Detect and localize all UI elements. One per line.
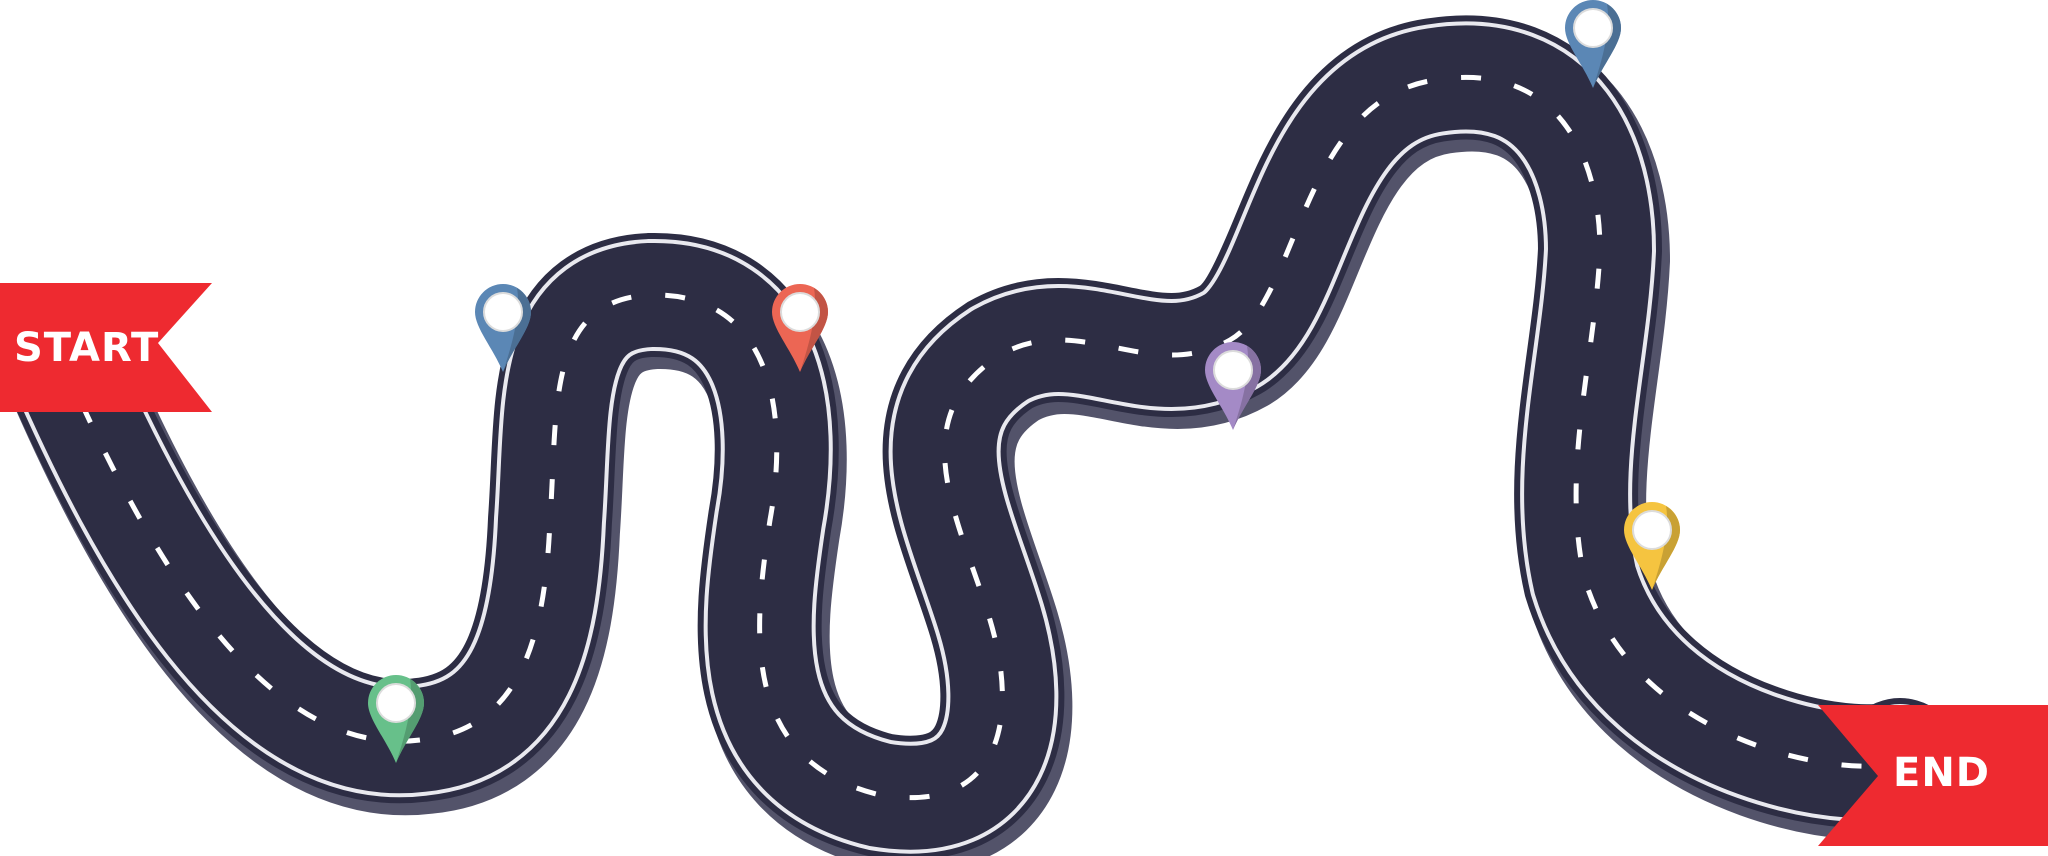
start-label: START bbox=[14, 325, 159, 371]
road-surface bbox=[60, 77, 1900, 797]
start-flag: START bbox=[0, 283, 212, 412]
pin-shade bbox=[800, 288, 828, 372]
pin-center-dot bbox=[1573, 8, 1613, 48]
milestone-pin-4 bbox=[1205, 342, 1261, 430]
pin-shade bbox=[1593, 4, 1621, 88]
pin-center-dot bbox=[376, 683, 416, 723]
end-flag: END bbox=[1818, 705, 2048, 846]
pin-center-dot bbox=[1213, 350, 1253, 390]
pin-shade bbox=[1233, 346, 1261, 430]
pin-shade bbox=[396, 679, 424, 763]
pin-center-dot bbox=[483, 292, 523, 332]
milestone-pin-3 bbox=[772, 284, 828, 372]
pin-center-dot bbox=[780, 292, 820, 332]
milestone-pin-6 bbox=[1624, 502, 1680, 590]
pin-shade bbox=[503, 288, 531, 372]
end-label: END bbox=[1893, 750, 1990, 796]
pin-center-dot bbox=[1632, 510, 1672, 550]
milestone-pins bbox=[368, 0, 1680, 763]
milestone-pin-5 bbox=[1565, 0, 1621, 88]
pin-shade bbox=[1652, 506, 1680, 590]
milestone-pin-1 bbox=[475, 284, 531, 372]
milestone-pin-2 bbox=[368, 675, 424, 763]
